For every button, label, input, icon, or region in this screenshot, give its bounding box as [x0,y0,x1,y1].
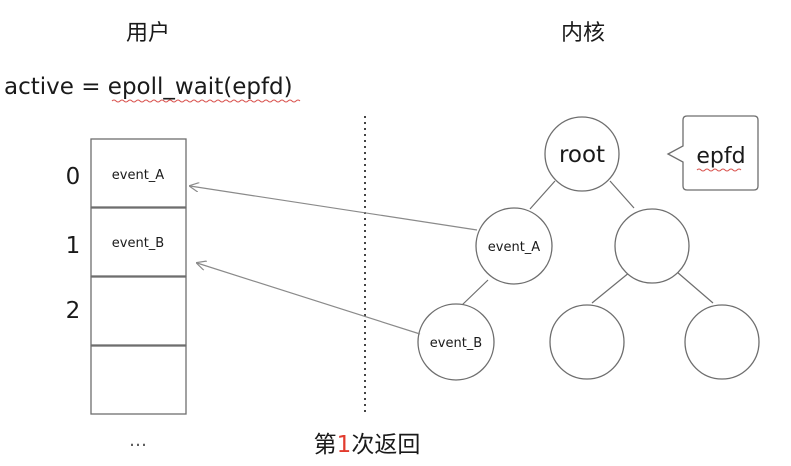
array-cell-3 [90,345,187,415]
tree-node-right [614,208,690,284]
arrow-event-b-to-cell-1 [197,263,421,335]
array-cell-0-label: event_A [112,168,165,183]
edge-right-right-child [676,271,714,304]
caption-suffix: 次返回 [351,432,420,458]
epfd-squiggle [696,168,742,172]
edge-root-right [609,180,635,209]
array-index-0: 0 [66,164,81,190]
tree-node-event-b [417,303,495,381]
array-cell-1-label: event_B [112,236,164,251]
caption-prefix: 第 [314,432,337,458]
user-heading: 用户 [126,21,170,46]
array-cell-0 [90,138,187,208]
epoll-wait-call: active = epoll_wait(epfd) [4,74,293,100]
caption: 第1次返回 [314,432,421,458]
tree-node-root-label: root [559,142,605,168]
epfd-callout: epfd [666,115,759,191]
rb-tree: root event_A event_B [417,116,760,381]
tree-node-right-left [549,304,625,380]
array-index-2: 2 [66,298,81,324]
array-ellipsis: … [129,430,147,451]
kernel-heading: 内核 [561,21,605,46]
tree-node-event-a-label: event_A [488,240,541,255]
epfd-callout-bubble [666,115,759,191]
edge-event-a-event-b [460,279,489,307]
spellcheck-squiggle [111,99,301,103]
rb-tree-edges [460,180,714,307]
array-cell-2 [90,276,187,346]
caption-number: 1 [337,432,352,458]
edge-root-event-a [529,180,556,210]
tree-node-event-a [475,207,553,285]
edge-right-left-child [591,271,631,304]
tree-node-event-b-label: event_B [430,336,482,351]
arrow-event-a-to-cell-0 [190,186,478,231]
events-array: event_A event_B [90,138,187,415]
epfd-callout-label: epfd [696,144,745,169]
array-index-1: 1 [66,233,81,259]
tree-node-root [544,116,620,192]
array-cell-1 [90,207,187,277]
tree-node-right-right [684,304,760,380]
